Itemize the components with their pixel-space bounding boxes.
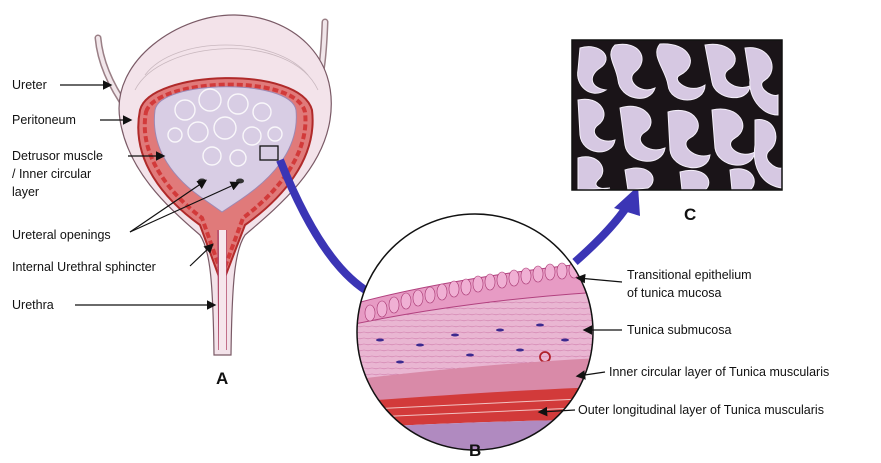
label-tunica-submucosa: Tunica submucosa [627,322,731,338]
label-ureter: Ureter [12,77,47,93]
label-ureteral-openings: Ureteral openings [12,227,111,243]
panel-letter-b: B [469,441,481,461]
label-outer-longitudinal-layer: Outer longitudinal layer of Tunica muscu… [578,402,824,418]
bladder-illustration [98,15,331,355]
arrow-b-to-c [575,205,628,262]
label-transitional-line1: Transitional epithelium [627,267,752,283]
micrograph-circle [350,212,600,452]
label-urethra: Urethra [12,297,54,313]
panel-letter-c: C [684,205,696,225]
label-detrusor-line1: Detrusor muscle [12,148,103,164]
label-peritoneum: Peritoneum [12,112,76,128]
panel-letter-a: A [216,369,228,389]
label-detrusor-line3: layer [12,184,39,200]
label-inner-circular-layer: Inner circular layer of Tunica musculari… [609,364,829,380]
label-internal-urethral-sphincter: Internal Urethral sphincter [12,259,156,275]
rugae-surface [572,40,782,190]
label-transitional-line2: of tunica mucosa [627,285,722,301]
label-detrusor-line2: / Inner circular [12,166,91,182]
